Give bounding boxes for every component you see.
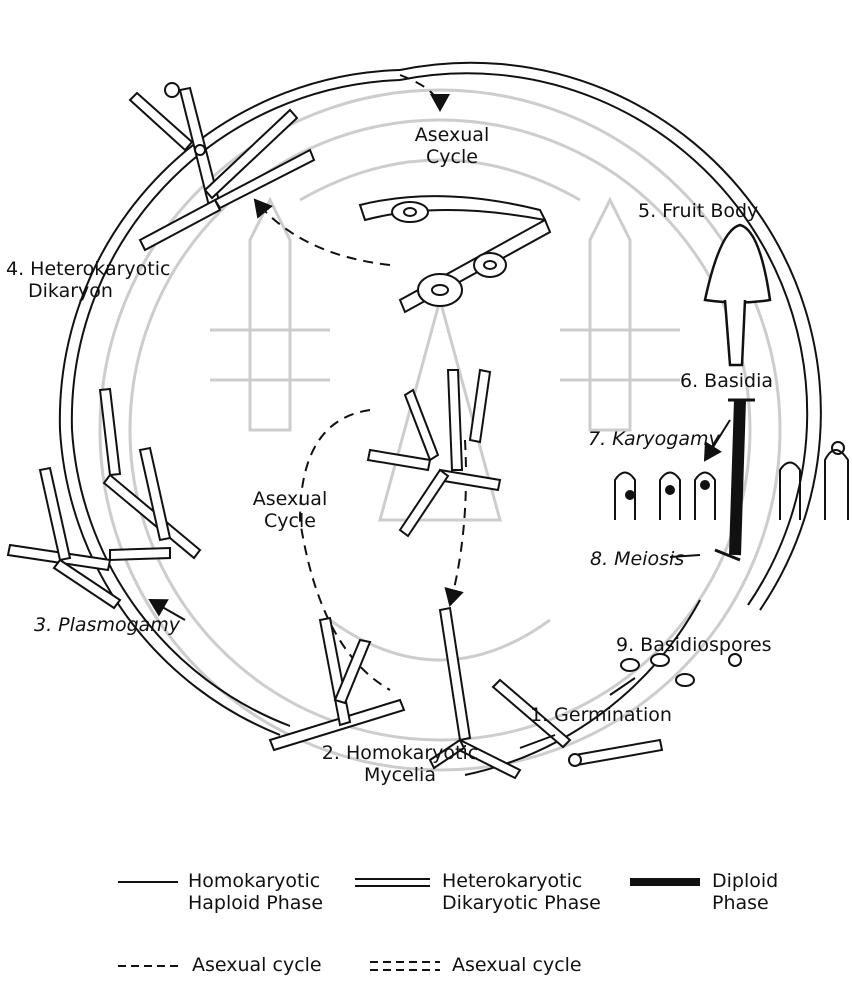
legend-heterokaryotic: Heterokaryotic Dikaryotic Phase (442, 870, 601, 914)
label-homokaryotic-line1: 2. Homokaryotic (300, 742, 500, 764)
legend-heterokaryotic-line2: Dikaryotic Phase (442, 892, 601, 914)
cycle-ring (60, 63, 821, 775)
conidia-chain (360, 196, 550, 312)
fruit-body-mushroom (705, 225, 770, 365)
label-asexual-cycle-top: Asexual Cycle (402, 124, 502, 168)
label-heterokaryotic-dikaryon: 4. Heterokaryotic Dikaryon (6, 258, 170, 302)
label-asexual-cycle-top-line2: Cycle (402, 146, 502, 168)
diploid-bar (705, 400, 755, 560)
legend-homokaryotic: Homokaryotic Haploid Phase (188, 870, 323, 914)
label-plasmogamy: 3. Plasmogamy (34, 614, 180, 636)
label-asexual-cycle-center-line2: Cycle (240, 510, 340, 532)
legend-diploid: Diploid Phase (712, 870, 778, 914)
label-asexual-cycle-center: Asexual Cycle (240, 488, 340, 532)
legend-asexual-cycle-1: Asexual cycle (192, 954, 322, 976)
label-karyogamy: 7. Karyogamy (588, 428, 720, 450)
legend-homokaryotic-line1: Homokaryotic (188, 870, 323, 892)
label-asexual-cycle-center-line1: Asexual (240, 488, 340, 510)
legend-heterokaryotic-line1: Heterokaryotic (442, 870, 601, 892)
label-asexual-cycle-top-line1: Asexual (402, 124, 502, 146)
label-homokaryotic-mycelia: 2. Homokaryotic Mycelia (300, 742, 500, 786)
label-meiosis: 8. Meiosis (590, 548, 684, 570)
label-fruit-body: 5. Fruit Body (638, 200, 758, 222)
label-heterokaryotic-line2: Dikaryon (6, 280, 170, 302)
label-homokaryotic-line2: Mycelia (300, 764, 500, 786)
legend-diploid-line1: Diploid (712, 870, 778, 892)
legend-asexual-cycle-2: Asexual cycle (452, 954, 582, 976)
legend-diploid-line2: Phase (712, 892, 778, 914)
label-basidia: 6. Basidia (680, 370, 773, 392)
label-germination: 1. Germination (530, 704, 672, 726)
label-heterokaryotic-line1: 4. Heterokaryotic (6, 258, 170, 280)
legend-homokaryotic-line2: Haploid Phase (188, 892, 323, 914)
hyphae-left (8, 389, 200, 608)
label-basidiospores: 9. Basidiospores (616, 634, 772, 656)
hyphae-top-left (130, 83, 314, 250)
